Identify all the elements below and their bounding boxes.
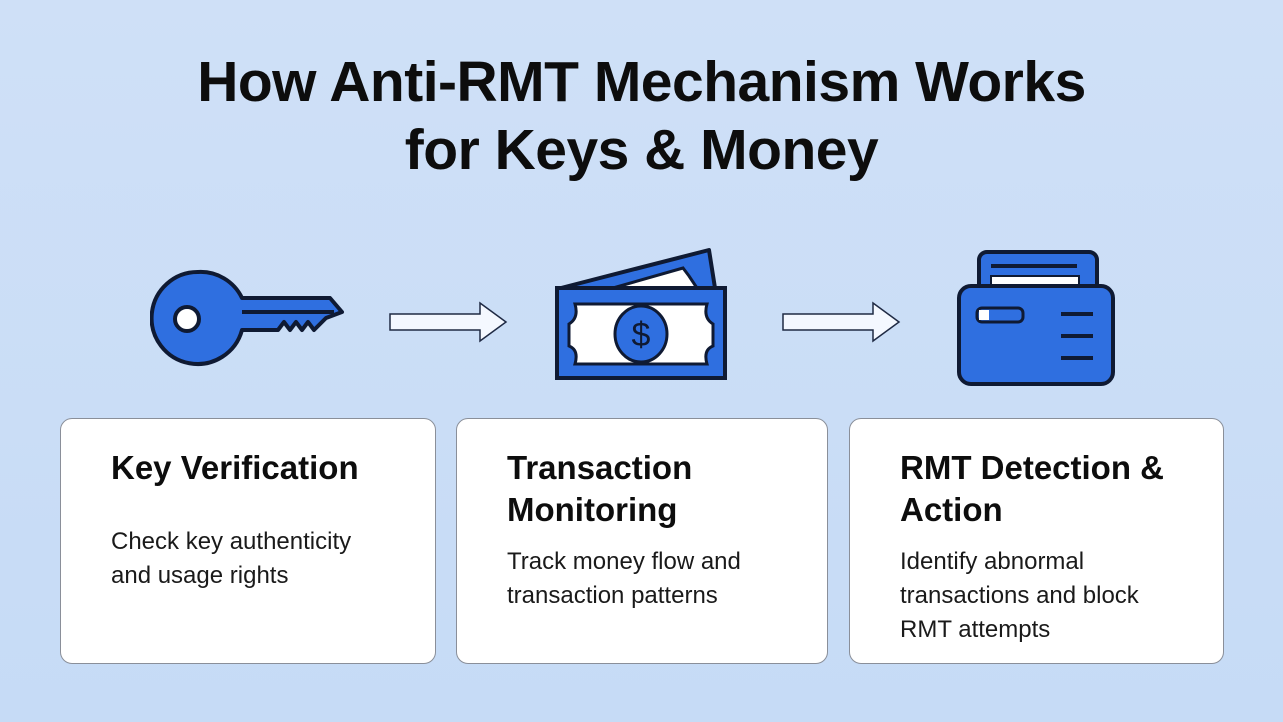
arrow-right-icon <box>389 301 508 343</box>
title-line-1: How Anti-RMT Mechanism Works <box>197 50 1086 114</box>
step-card-key-verification: Key Verification Check key authenticity … <box>60 418 436 664</box>
step-card-transaction-monitoring: Transaction Monitoring Track money flow … <box>456 418 828 664</box>
dollar-sign: $ <box>632 316 651 354</box>
arrow-right-icon <box>782 301 901 343</box>
money-bill-icon: $ <box>555 248 727 380</box>
step-card-rmt-detection: RMT Detection & Action Identify abnormal… <box>849 418 1224 664</box>
step-title: RMT Detection & Action <box>900 449 1164 528</box>
step-description: Identify abnormal transactions and block… <box>900 548 1139 643</box>
page-title: How Anti-RMT Mechanism Works for Keys & … <box>0 48 1283 184</box>
key-icon <box>150 269 344 366</box>
card-reader-icon <box>957 250 1115 386</box>
title-line-2: for Keys & Money <box>404 118 879 182</box>
step-description: Check key authenticity and usage rights <box>111 528 352 589</box>
step-title: Key Verification <box>111 449 359 486</box>
step-title: Transaction Monitoring <box>507 449 693 528</box>
step-description: Track money flow and transaction pattern… <box>507 548 741 609</box>
